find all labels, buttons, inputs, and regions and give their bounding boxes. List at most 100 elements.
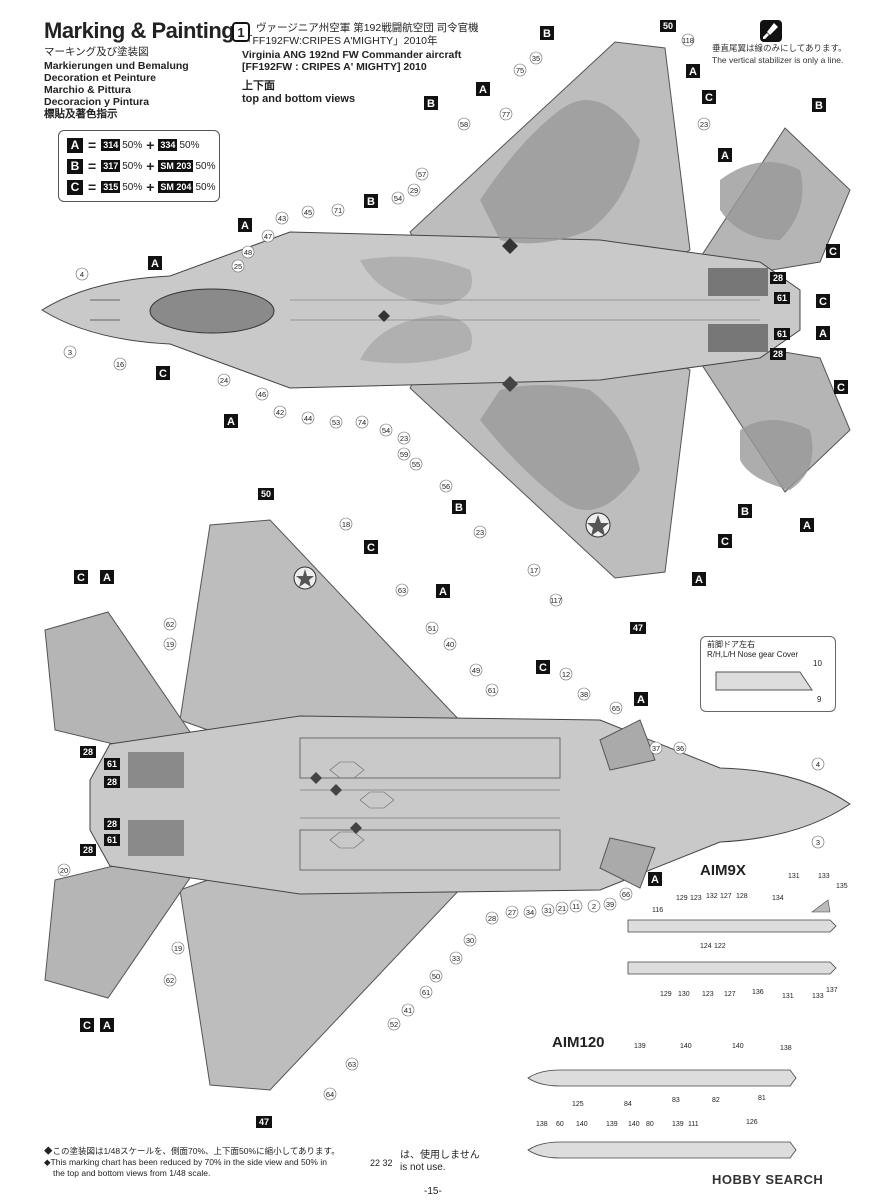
svg-text:C: C: [721, 536, 729, 548]
svg-text:37: 37: [652, 744, 660, 753]
svg-text:45: 45: [304, 208, 312, 217]
badge-a: A: [686, 64, 700, 78]
paint-pct: 50%: [122, 139, 143, 151]
decal-43: 43: [275, 211, 289, 225]
svg-text:C: C: [829, 246, 837, 258]
decal-58: 58: [457, 117, 471, 131]
svg-text:55: 55: [412, 460, 420, 469]
svg-text:28: 28: [107, 819, 117, 829]
svg-text:43: 43: [278, 214, 286, 223]
badge-c: C: [74, 570, 88, 584]
badge-a: A: [648, 872, 662, 886]
svg-text:61: 61: [107, 759, 117, 769]
scale-note-jp: ◆この塗装図は1/48スケールを、側面70%、上下面50%に縮小してあります。: [44, 1146, 340, 1156]
svg-text:30: 30: [466, 936, 474, 945]
svg-text:60: 60: [556, 1121, 564, 1128]
svg-text:56: 56: [442, 482, 450, 491]
svg-text:44: 44: [304, 414, 312, 423]
paint-code: SM 203: [158, 160, 194, 172]
svg-text:117: 117: [550, 596, 562, 605]
decal-64: 64: [323, 1087, 337, 1101]
decal-12: 12: [559, 667, 573, 681]
badge-a: A: [692, 572, 706, 586]
decal-39: 39: [603, 897, 617, 911]
svg-text:4: 4: [816, 760, 820, 769]
subtitle-es: Decoracion y Pintura: [44, 96, 150, 108]
svg-text:B: B: [427, 98, 435, 110]
decal-28: 28: [770, 272, 786, 284]
svg-text:A: A: [819, 328, 827, 340]
decal-55: 55: [409, 457, 423, 471]
decal-54: 54: [391, 191, 405, 205]
svg-text:C: C: [159, 368, 167, 380]
svg-text:63: 63: [398, 586, 406, 595]
svg-text:29: 29: [410, 186, 418, 195]
svg-text:65: 65: [612, 704, 620, 713]
svg-text:3: 3: [68, 348, 72, 357]
badge-b: B: [540, 26, 554, 40]
badge-a: A: [718, 148, 732, 162]
decal-47: 47: [261, 229, 275, 243]
decal-61: 61: [774, 328, 790, 340]
svg-text:111: 111: [688, 1121, 699, 1128]
decal-25: 25: [231, 259, 245, 273]
svg-text:12: 12: [562, 670, 570, 679]
svg-text:C: C: [819, 296, 827, 308]
decal-44: 44: [301, 411, 315, 425]
decal-61: 61: [419, 985, 433, 999]
svg-text:140: 140: [628, 1121, 640, 1128]
legend-letter: C: [67, 179, 83, 195]
decal-56: 56: [439, 479, 453, 493]
svg-text:34: 34: [526, 908, 534, 917]
svg-text:B: B: [367, 196, 375, 208]
decal-50: 50: [660, 20, 676, 32]
unused-jp: は、使用しません: [400, 1150, 480, 1161]
svg-text:B: B: [815, 100, 823, 112]
decal-28: 28: [104, 776, 120, 788]
svg-text:11: 11: [572, 902, 580, 911]
svg-text:B: B: [543, 28, 551, 40]
badge-c: C: [826, 244, 840, 258]
svg-text:140: 140: [732, 1043, 744, 1050]
svg-text:4: 4: [80, 270, 84, 279]
svg-text:25: 25: [234, 262, 242, 271]
decal-31: 31: [541, 903, 555, 917]
svg-text:137: 137: [826, 987, 838, 994]
svg-text:50: 50: [663, 21, 673, 31]
svg-text:46: 46: [258, 390, 266, 399]
svg-text:80: 80: [646, 1121, 654, 1128]
aim9x-drawing: [627, 899, 837, 975]
plane-title-jp2: 「FF192FW:CRIPES A'MIGHTY」2010年: [242, 35, 438, 47]
svg-text:82: 82: [712, 1097, 720, 1104]
decal-23: 23: [397, 431, 411, 445]
nose-gear-jp: 前脚ドア左右: [707, 640, 755, 649]
svg-text:36: 36: [676, 744, 684, 753]
svg-text:122: 122: [714, 943, 726, 950]
badge-a: A: [100, 1018, 114, 1032]
decal-50: 50: [258, 488, 274, 500]
svg-text:61: 61: [777, 293, 787, 303]
svg-text:48: 48: [244, 248, 252, 257]
svg-text:2: 2: [592, 902, 596, 911]
nose-gear-cover-box: 前脚ドア左右 R/H,L/H Nose gear Cover 10 9: [700, 636, 836, 712]
svg-text:125: 125: [572, 1101, 584, 1108]
scale-note-en2: the top and bottom views from 1/48 scale…: [53, 1168, 211, 1178]
svg-text:64: 64: [326, 1090, 334, 1099]
svg-text:138: 138: [780, 1045, 792, 1052]
badge-a: A: [436, 584, 450, 598]
badge-c: C: [536, 660, 550, 674]
svg-text:23: 23: [700, 120, 708, 129]
stabilizer-note-jp: 垂直尾翼は線のみにしてあります。: [712, 43, 847, 53]
svg-text:A: A: [227, 416, 235, 428]
decal-63: 63: [345, 1057, 359, 1071]
svg-text:28: 28: [773, 349, 783, 359]
decal-61: 61: [104, 834, 120, 846]
svg-text:61: 61: [422, 988, 430, 997]
svg-text:59: 59: [400, 450, 408, 459]
paintbrush-icon: [760, 20, 782, 42]
svg-text:51: 51: [428, 624, 436, 633]
paint-code: 317: [101, 160, 121, 172]
nose-gear-en: R/H,L/H Nose gear Cover: [707, 650, 799, 659]
svg-text:50: 50: [432, 972, 440, 981]
